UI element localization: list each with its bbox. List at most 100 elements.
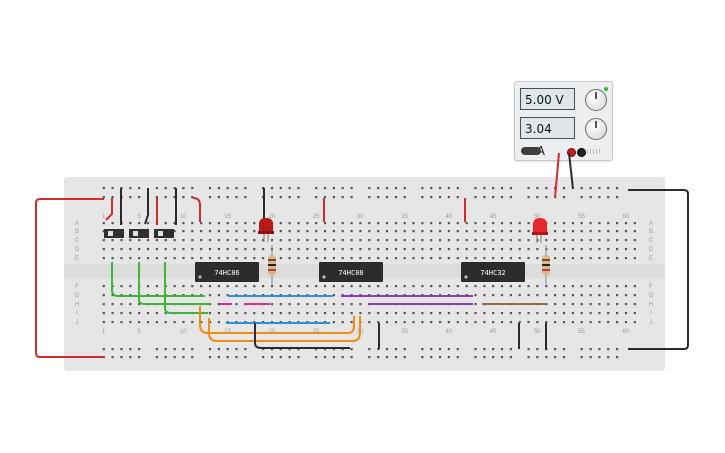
breadboard-hole (439, 187, 442, 190)
breadboard-hole (439, 230, 442, 233)
breadboard-hole (447, 222, 450, 225)
dip-switches[interactable] (104, 229, 174, 238)
breadboard-hole (527, 230, 530, 233)
breadboard-hole (385, 248, 389, 251)
breadboard-hole (155, 239, 158, 242)
current-knob[interactable] (585, 118, 607, 140)
breadboard-hole (323, 222, 327, 225)
breadboard-hole (483, 230, 486, 233)
resistor-right[interactable] (542, 245, 550, 285)
breadboard-hole (359, 303, 362, 306)
breadboard-hole (217, 294, 220, 297)
breadboard-hole (465, 321, 468, 324)
breadboard-hole (235, 239, 238, 242)
chip-74hc08[interactable]: 74HC08 (319, 262, 383, 282)
breadboard-hole (191, 257, 194, 260)
led-right[interactable] (532, 218, 548, 243)
breadboard-hole (589, 356, 592, 359)
breadboard-hole (120, 303, 123, 306)
breadboard-hole (580, 230, 583, 233)
breadboard-hole (394, 356, 397, 359)
chip-74hc86[interactable]: 74HC86 (195, 262, 259, 282)
breadboard-hole (182, 196, 185, 199)
row-letter-right: B (649, 229, 653, 235)
breadboard-hole (483, 239, 486, 242)
breadboard-hole (332, 257, 335, 260)
breadboard-hole (456, 230, 459, 233)
breadboard-hole (456, 321, 459, 324)
voltage-knob[interactable] (585, 89, 607, 111)
breadboard-hole (439, 248, 442, 251)
breadboard-hole (164, 348, 167, 351)
power-supply[interactable]: 5.00 V 3.04 mA (514, 81, 613, 161)
row-letter-right: I (650, 311, 652, 317)
breadboard-hole (536, 294, 539, 297)
breadboard-hole (368, 187, 371, 190)
breadboard-hole (394, 196, 397, 199)
breadboard-hole (129, 285, 132, 288)
row-letter-left: F (75, 284, 79, 290)
breadboard-hole (244, 348, 247, 351)
chip-74hc32[interactable]: 74HC32 (461, 262, 525, 282)
breadboard-hole (430, 187, 433, 190)
breadboard-hole (120, 321, 123, 324)
breadboard-hole (341, 285, 344, 288)
breadboard-hole (633, 303, 636, 306)
breadboard-hole (173, 348, 176, 351)
resistor-left[interactable] (268, 245, 276, 285)
breadboard-hole (200, 257, 203, 260)
breadboard-hole (545, 285, 548, 288)
breadboard-hole (474, 230, 477, 233)
breadboard-hole (580, 348, 583, 351)
breadboard-hole (412, 230, 415, 233)
breadboard-hole (447, 321, 450, 324)
psu-terminal-red[interactable] (567, 148, 576, 157)
signal-wires[interactable] (199, 295, 546, 349)
breadboard-hole (527, 348, 530, 351)
breadboard-hole (421, 321, 424, 324)
power-wires[interactable] (35, 152, 689, 358)
breadboard-hole (500, 321, 504, 324)
breadboard-hole (456, 196, 459, 199)
breadboard-hole (155, 248, 158, 251)
breadboard-hole (235, 285, 238, 288)
green-wires[interactable] (111, 262, 210, 314)
breadboard-hole (253, 312, 256, 315)
led-left[interactable] (258, 218, 274, 242)
breadboard-hole (571, 312, 574, 315)
breadboard-hole (633, 285, 636, 288)
breadboard-hole (492, 285, 495, 288)
breadboard-hole (111, 222, 114, 225)
breadboard-hole (598, 257, 601, 260)
breadboard-hole (456, 257, 459, 260)
breadboard-hole (111, 196, 114, 199)
breadboard-hole (394, 187, 397, 190)
breadboard-hole (447, 239, 450, 242)
breadboard-hole (377, 321, 380, 324)
breadboard-hole (200, 285, 203, 288)
breadboard-hole (111, 248, 114, 251)
breadboard-hole (589, 321, 592, 324)
breadboard-hole (598, 196, 601, 199)
breadboard-hole (456, 187, 459, 190)
breadboard-hole (323, 312, 327, 315)
breadboard-hole (138, 222, 141, 225)
breadboard-hole (474, 303, 477, 306)
breadboard-hole (412, 222, 415, 225)
psu-terminal-black[interactable] (577, 148, 586, 157)
breadboard-hole (589, 196, 592, 199)
breadboard-hole (226, 356, 229, 359)
rail-jumpers[interactable] (105, 188, 547, 350)
breadboard-hole (191, 285, 194, 288)
breadboard-hole (306, 239, 309, 242)
breadboard-hole (545, 356, 548, 359)
breadboard-hole (447, 356, 450, 359)
breadboard-hole (616, 312, 619, 315)
breadboard-hole (306, 230, 309, 233)
breadboard-hole (173, 356, 176, 359)
breadboard-hole (332, 196, 335, 199)
power-switch[interactable] (521, 147, 541, 155)
breadboard-hole (262, 312, 265, 315)
breadboard-hole (518, 222, 521, 225)
